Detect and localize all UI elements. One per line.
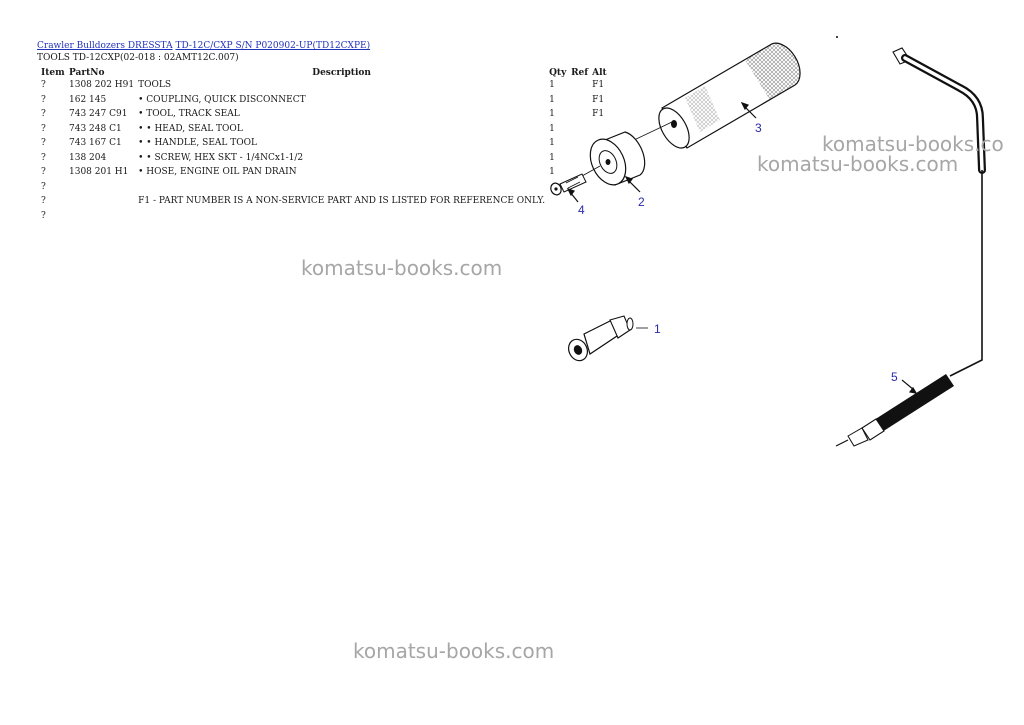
hex-screw-part — [550, 173, 587, 196]
cell-description: TOOLS — [138, 80, 172, 90]
cell-item: ? — [41, 181, 46, 192]
cell-description: • HOSE, ENGINE OIL PAN DRAIN — [138, 167, 297, 177]
watermark-4: komatsu-books.com — [353, 639, 555, 663]
table-row: ? 743 247 C91 • TOOL, TRACK SEAL 1 F1 — [37, 109, 612, 124]
cell-partno: 162 145 — [69, 94, 107, 105]
cell-qty: 1 — [549, 94, 555, 105]
cell-alt: F1 — [592, 80, 605, 90]
breadcrumb: Crawler Bulldozers DRESSTA TD-12C/CXP S/… — [37, 40, 370, 52]
table-row: ? 138 204 • • SCREW, HEX SKT - 1/4NCx1-1/2… — [37, 153, 612, 168]
callout-labels: 1 2 3 4 5 — [578, 121, 898, 384]
cell-qty: 1 — [549, 109, 555, 119]
callout-1: 1 — [654, 322, 661, 336]
cell-item: ? — [41, 94, 46, 105]
parts-table: Item PartNo Description Qty Ref Alt ? 130… — [37, 66, 612, 225]
seal-tool-handle-part — [629, 42, 801, 149]
col-header-alt: Alt — [592, 68, 607, 78]
cell-qty: 1 — [549, 152, 555, 163]
cell-partno: 1308 201 H1 — [69, 167, 129, 177]
cell-item: ? — [41, 167, 46, 177]
cell-item: ? — [41, 109, 46, 119]
callout-3: 3 — [755, 121, 762, 135]
cell-item: ? — [41, 196, 46, 206]
cell-partno: 743 167 C1 — [69, 138, 122, 148]
watermark-1: komatsu-books.co — [822, 132, 1004, 156]
watermark-2: komatsu-books.com — [757, 152, 959, 176]
speck-dot — [836, 36, 838, 38]
cell-qty: 1 — [549, 167, 555, 177]
cell-item: ? — [41, 138, 46, 148]
cell-qty: 1 — [549, 138, 555, 148]
cell-description: • • HANDLE, SEAL TOOL — [138, 138, 257, 148]
cell-partno: 138 204 — [69, 152, 107, 163]
table-row: ? 743 167 C1 • • HANDLE, SEAL TOOL 1 — [37, 138, 612, 153]
table-row: ? — [37, 182, 612, 197]
cell-description: • COUPLING, QUICK DISCONNECT — [138, 94, 306, 105]
col-header-qty: Qty — [549, 68, 567, 78]
cell-qty: 1 — [549, 123, 555, 134]
cell-item: ? — [41, 123, 46, 134]
cell-description: F1 - PART NUMBER IS A NON-SERVICE PART A… — [138, 196, 546, 206]
cell-partno: 743 247 C91 — [69, 109, 128, 119]
col-header-ref: Ref — [571, 68, 589, 78]
table-row: ? 162 145 • COUPLING, QUICK DISCONNECT 1 F1 — [37, 95, 612, 110]
breadcrumb-link-model-family[interactable]: Crawler Bulldozers DRESSTA — [37, 41, 173, 51]
col-header-partno: PartNo — [69, 68, 105, 78]
table-header-row: Item PartNo Description Qty Ref Alt — [37, 66, 612, 80]
breadcrumb-link-model[interactable]: TD-12C/CXP S/N P020902-UP(TD12CXPE) — [175, 41, 371, 51]
cell-description: • • HEAD, SEAL TOOL — [138, 123, 243, 134]
col-header-description: Description — [312, 68, 371, 78]
page-subtitle: TOOLS TD-12CXP(02-018 : 02AMT12C.007) — [37, 53, 239, 63]
callout-arrows — [566, 101, 918, 394]
col-header-item: Item — [41, 68, 65, 78]
quick-coupling-part — [568, 315, 648, 362]
callout-4: 4 — [578, 203, 585, 217]
oil-drain-hose-part — [835, 47, 986, 447]
callout-2: 2 — [638, 195, 645, 209]
cell-alt: F1 — [592, 94, 605, 105]
cell-qty: 1 — [549, 80, 555, 90]
watermark-3: komatsu-books.com — [301, 256, 503, 280]
cell-alt: F1 — [592, 109, 605, 119]
table-row: ? 743 248 C1 • • HEAD, SEAL TOOL 1 — [37, 124, 612, 139]
table-row: ? F1 - PART NUMBER IS A NON-SERVICE PART … — [37, 196, 612, 211]
seal-tool-head-part — [581, 131, 646, 186]
cell-item: ? — [41, 80, 46, 90]
cell-partno: 1308 202 H91 — [69, 80, 135, 90]
cell-partno: 743 248 C1 — [69, 123, 122, 134]
cell-description: • • SCREW, HEX SKT - 1/4NCx1-1/2 — [138, 152, 304, 163]
table-row: ? 1308 201 H1 • HOSE, ENGINE OIL PAN DRAIN… — [37, 167, 612, 182]
cell-item: ? — [41, 210, 46, 221]
callout-5: 5 — [891, 370, 898, 384]
table-row: ? — [37, 211, 612, 226]
cell-item: ? — [41, 152, 46, 163]
cell-description: • TOOL, TRACK SEAL — [138, 109, 240, 119]
